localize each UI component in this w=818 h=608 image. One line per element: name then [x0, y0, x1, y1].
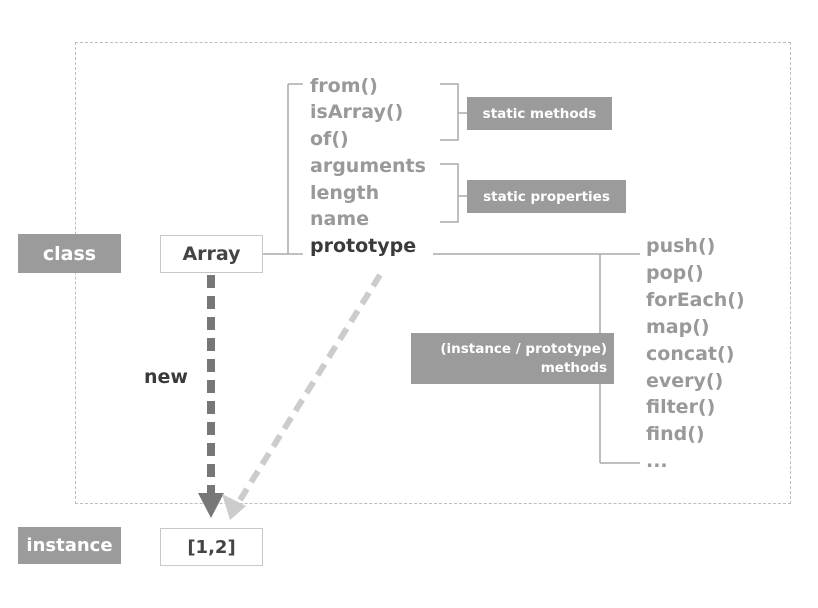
array-class-box: Array	[160, 235, 263, 273]
prototype-property: prototype	[310, 235, 417, 257]
instance-methods-tag: (instance / prototype) methods	[411, 333, 614, 384]
instance-method-map: map()	[646, 316, 710, 338]
instance-method-concat: concat()	[646, 343, 735, 365]
static-method-from: from()	[310, 75, 378, 97]
instance-tag: instance	[18, 527, 121, 564]
class-scope-frame	[75, 42, 791, 504]
new-operator-label: new	[144, 366, 188, 388]
static-property-name: name	[310, 208, 370, 230]
instance-method-filter: filter()	[646, 396, 716, 418]
static-methods-bracket	[440, 83, 459, 141]
instance-method-push: push()	[646, 235, 716, 257]
static-properties-bracket	[440, 163, 459, 223]
static-properties-tag: static properties	[467, 180, 626, 213]
instance-method-find: find()	[646, 423, 705, 445]
new-arrow-head	[198, 493, 224, 518]
class-tag: class	[18, 234, 121, 273]
prototype-link-arrow-head	[222, 494, 246, 520]
prototype-link-arrow-shaft	[237, 273, 383, 502]
instance-methods-tag-line1: (instance / prototype)	[440, 341, 607, 357]
instance-method-foreach: forEach()	[646, 289, 745, 311]
instance-method-pop: pop()	[646, 262, 704, 284]
static-property-arguments: arguments	[310, 155, 426, 177]
static-method-isarray: isArray()	[310, 101, 404, 123]
static-method-of: of()	[310, 128, 349, 150]
static-property-length: length	[310, 182, 380, 204]
static-methods-tag: static methods	[467, 97, 612, 130]
instance-method-every: every()	[646, 370, 724, 392]
instance-methods-tag-line2: methods	[540, 360, 607, 376]
instance-method-ellipsis: ...	[646, 450, 668, 472]
instance-value-box: [1,2]	[160, 528, 263, 566]
